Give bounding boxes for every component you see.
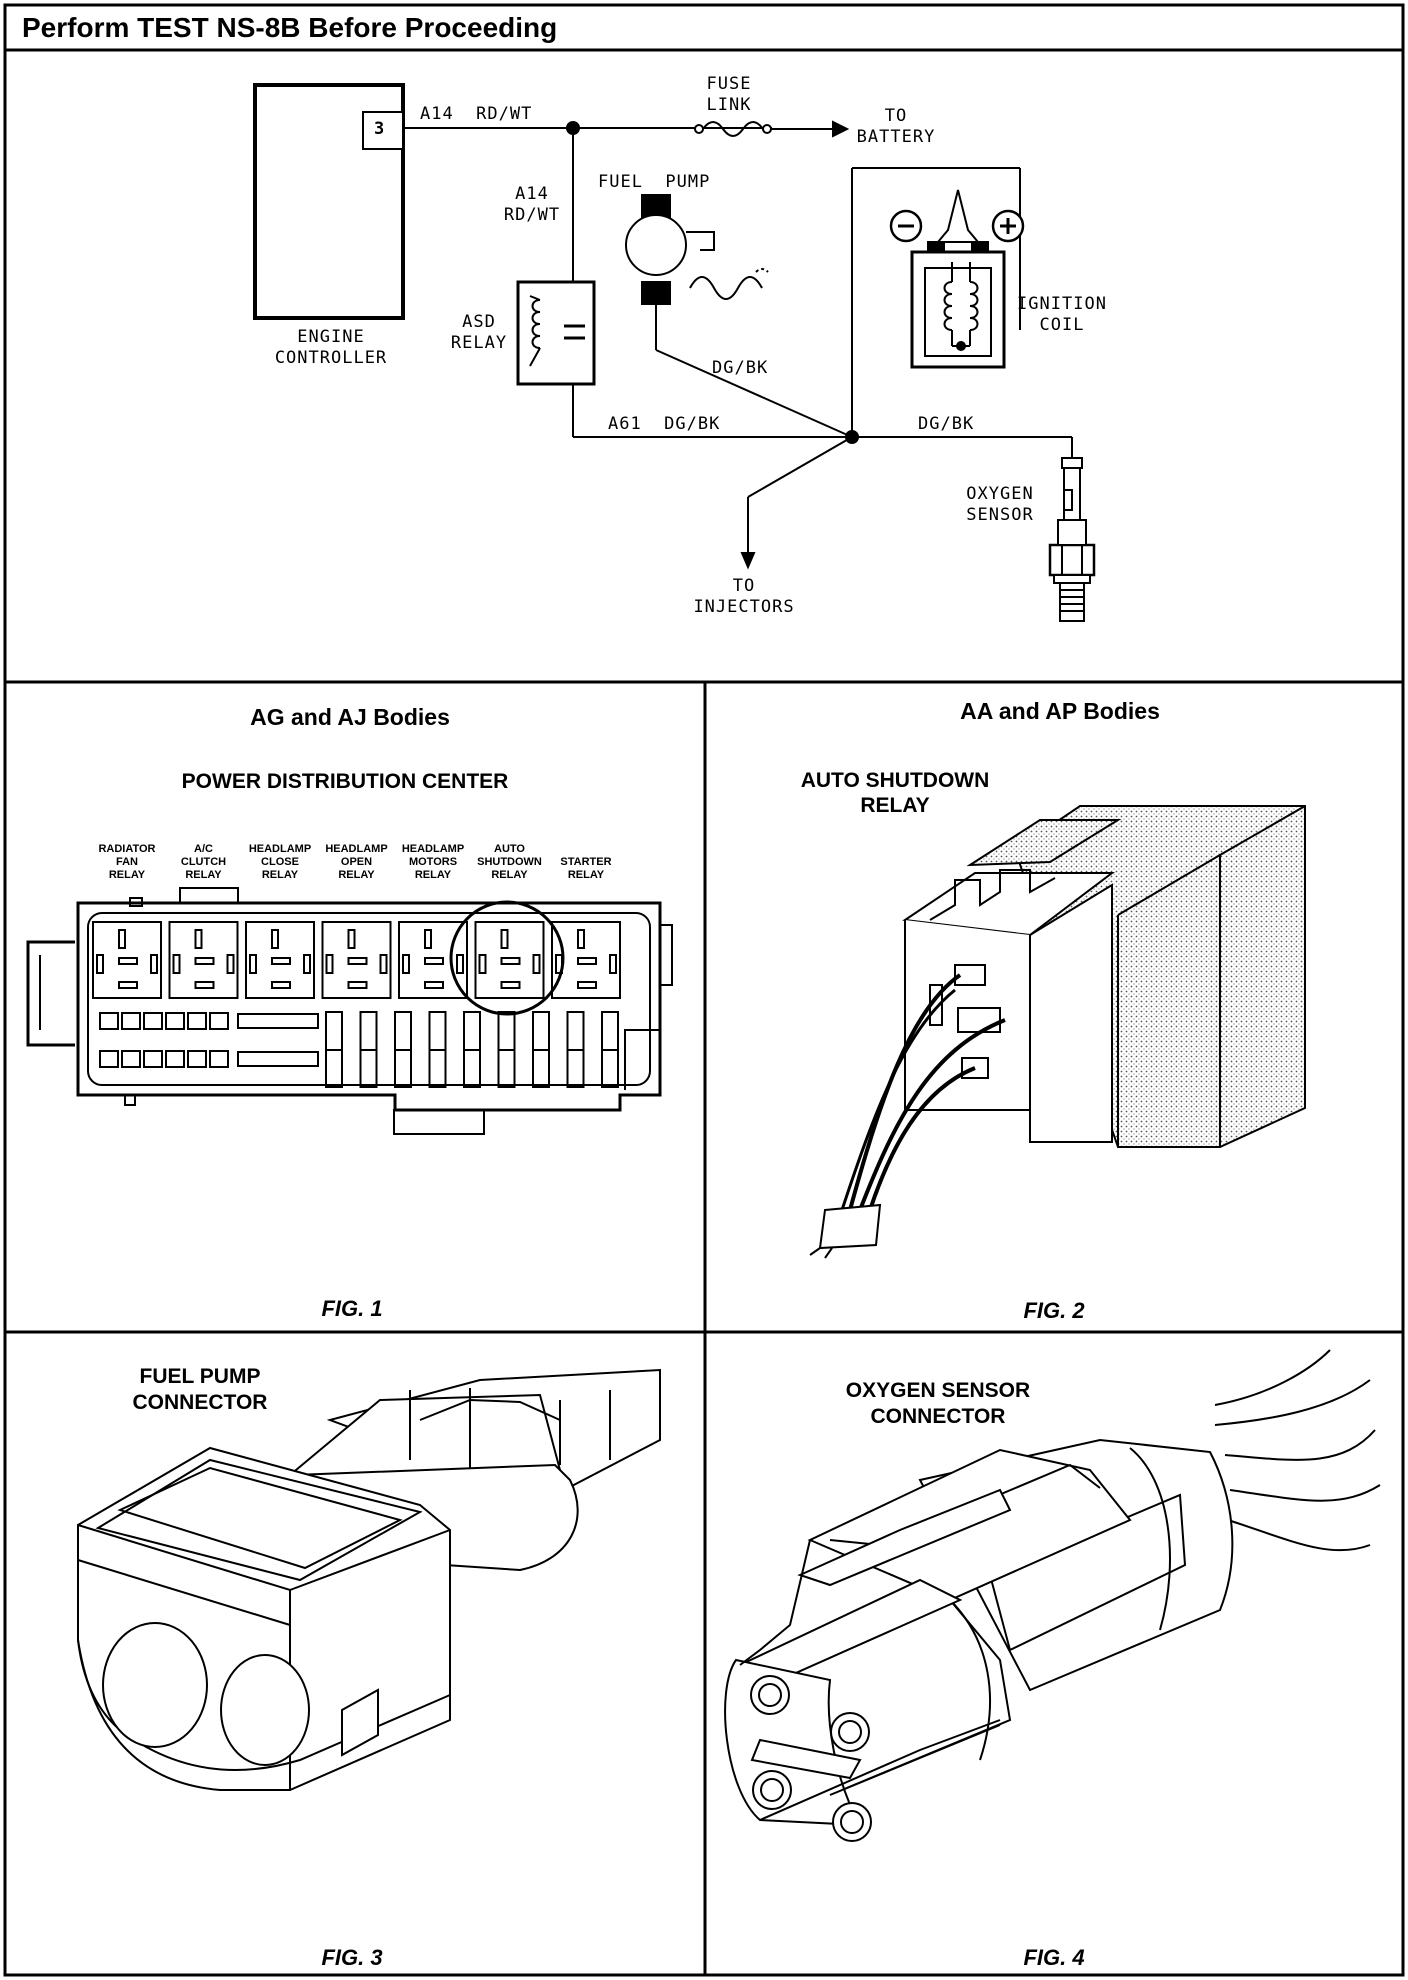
a61-label: A61 DG/BK: [608, 414, 721, 434]
mini-fuse: [165, 1050, 185, 1068]
asd-highlight-circle: [449, 900, 565, 1016]
relay-label-1: A/C CLUTCH RELAY: [180, 843, 227, 881]
pin-number-label: 3: [374, 119, 386, 139]
relay-label-0: RADIATOR FAN RELAY: [98, 843, 156, 881]
relay-sockets: [92, 921, 621, 999]
relay-socket-5: [474, 921, 545, 999]
engine-controller-box: [253, 83, 405, 320]
ignition-coil-label: IGNITION COIL: [1017, 294, 1107, 335]
mini-fuse: [99, 1012, 119, 1030]
dg-bk-right-label: DG/BK: [918, 414, 975, 434]
mini-fuse: [165, 1012, 185, 1030]
relay-label-5: AUTO SHUTDOWN RELAY: [477, 843, 542, 881]
fuel-pump-connector-drawing: [77, 1368, 661, 1791]
pin-3-box: [362, 111, 404, 150]
fig3-label: FUEL PUMP CONNECTOR: [132, 1365, 268, 1414]
maxi-fuse: [237, 1051, 319, 1067]
oxygen-sensor-connector-drawing: [724, 1349, 1381, 1842]
power-distribution-center-drawing: [26, 887, 673, 1135]
fig1-caption: FIG. 1: [321, 1296, 383, 1321]
asd-relay-label: ASD RELAY: [450, 312, 508, 353]
page-title: Perform TEST NS-8B Before Proceeding: [22, 12, 558, 43]
fig3-caption: FIG. 3: [321, 1945, 383, 1970]
oxygen-sensor-label: OXYGEN SENSOR: [966, 484, 1034, 525]
relay-label-6: STARTER RELAY: [560, 856, 612, 881]
relay-label-3: HEADLAMP OPEN RELAY: [325, 843, 388, 881]
maxi-fuse: [237, 1013, 319, 1029]
wire-a14-top-label: A14 RD/WT: [420, 104, 533, 124]
fuse-link-label: FUSE LINK: [706, 74, 752, 115]
relay-socket-1: [168, 921, 239, 999]
mini-fuse: [209, 1012, 229, 1030]
fig4-label: OXYGEN SENSOR CONNECTOR: [845, 1379, 1031, 1428]
fig1-subheading: POWER DISTRIBUTION CENTER: [181, 770, 509, 793]
wire-a14-vertical-label: A14 RD/WT: [503, 184, 561, 225]
mini-fuse: [143, 1012, 163, 1030]
relay-label-4: HEADLAMP MOTORS RELAY: [401, 843, 465, 881]
fig1-heading: AG and AJ Bodies: [250, 704, 450, 730]
relay-socket-4: [398, 921, 468, 999]
relay-socket-3: [321, 921, 392, 999]
relay-socket-2: [245, 921, 315, 999]
dg-bk-pump-label: DG/BK: [712, 358, 769, 378]
mini-fuse: [187, 1050, 207, 1068]
mini-fuse: [209, 1050, 229, 1068]
ignition-coil-box: [910, 250, 1006, 369]
fig2-caption: FIG. 2: [1023, 1298, 1085, 1323]
fig2-label: AUTO SHUTDOWN RELAY: [800, 769, 990, 817]
asd-relay-box: [516, 280, 596, 386]
mini-fuse: [143, 1050, 163, 1068]
relay-label-2: HEADLAMP CLOSE RELAY: [248, 843, 312, 881]
fuel-pump-label: FUEL PUMP: [598, 172, 711, 192]
mini-fuse: [121, 1050, 141, 1068]
to-injectors-label: TO INJECTORS: [693, 576, 795, 617]
auto-shutdown-relay-drawing: [809, 805, 1306, 1259]
relay-socket-0: [92, 921, 162, 999]
fig2-heading: AA and AP Bodies: [960, 698, 1160, 724]
fig4-caption: FIG. 4: [1023, 1945, 1085, 1970]
to-battery-label: TO BATTERY: [856, 106, 936, 147]
mini-fuse: [187, 1012, 207, 1030]
wiring-schematic: [253, 83, 1096, 622]
fuel-pump-motor: [625, 214, 687, 276]
mini-fuse: [121, 1012, 141, 1030]
fuse-row: [99, 1011, 619, 1088]
relay-socket-6: [551, 921, 621, 999]
engine-controller-label: ENGINE CONTROLLER: [274, 327, 388, 368]
mini-fuse: [99, 1050, 119, 1068]
